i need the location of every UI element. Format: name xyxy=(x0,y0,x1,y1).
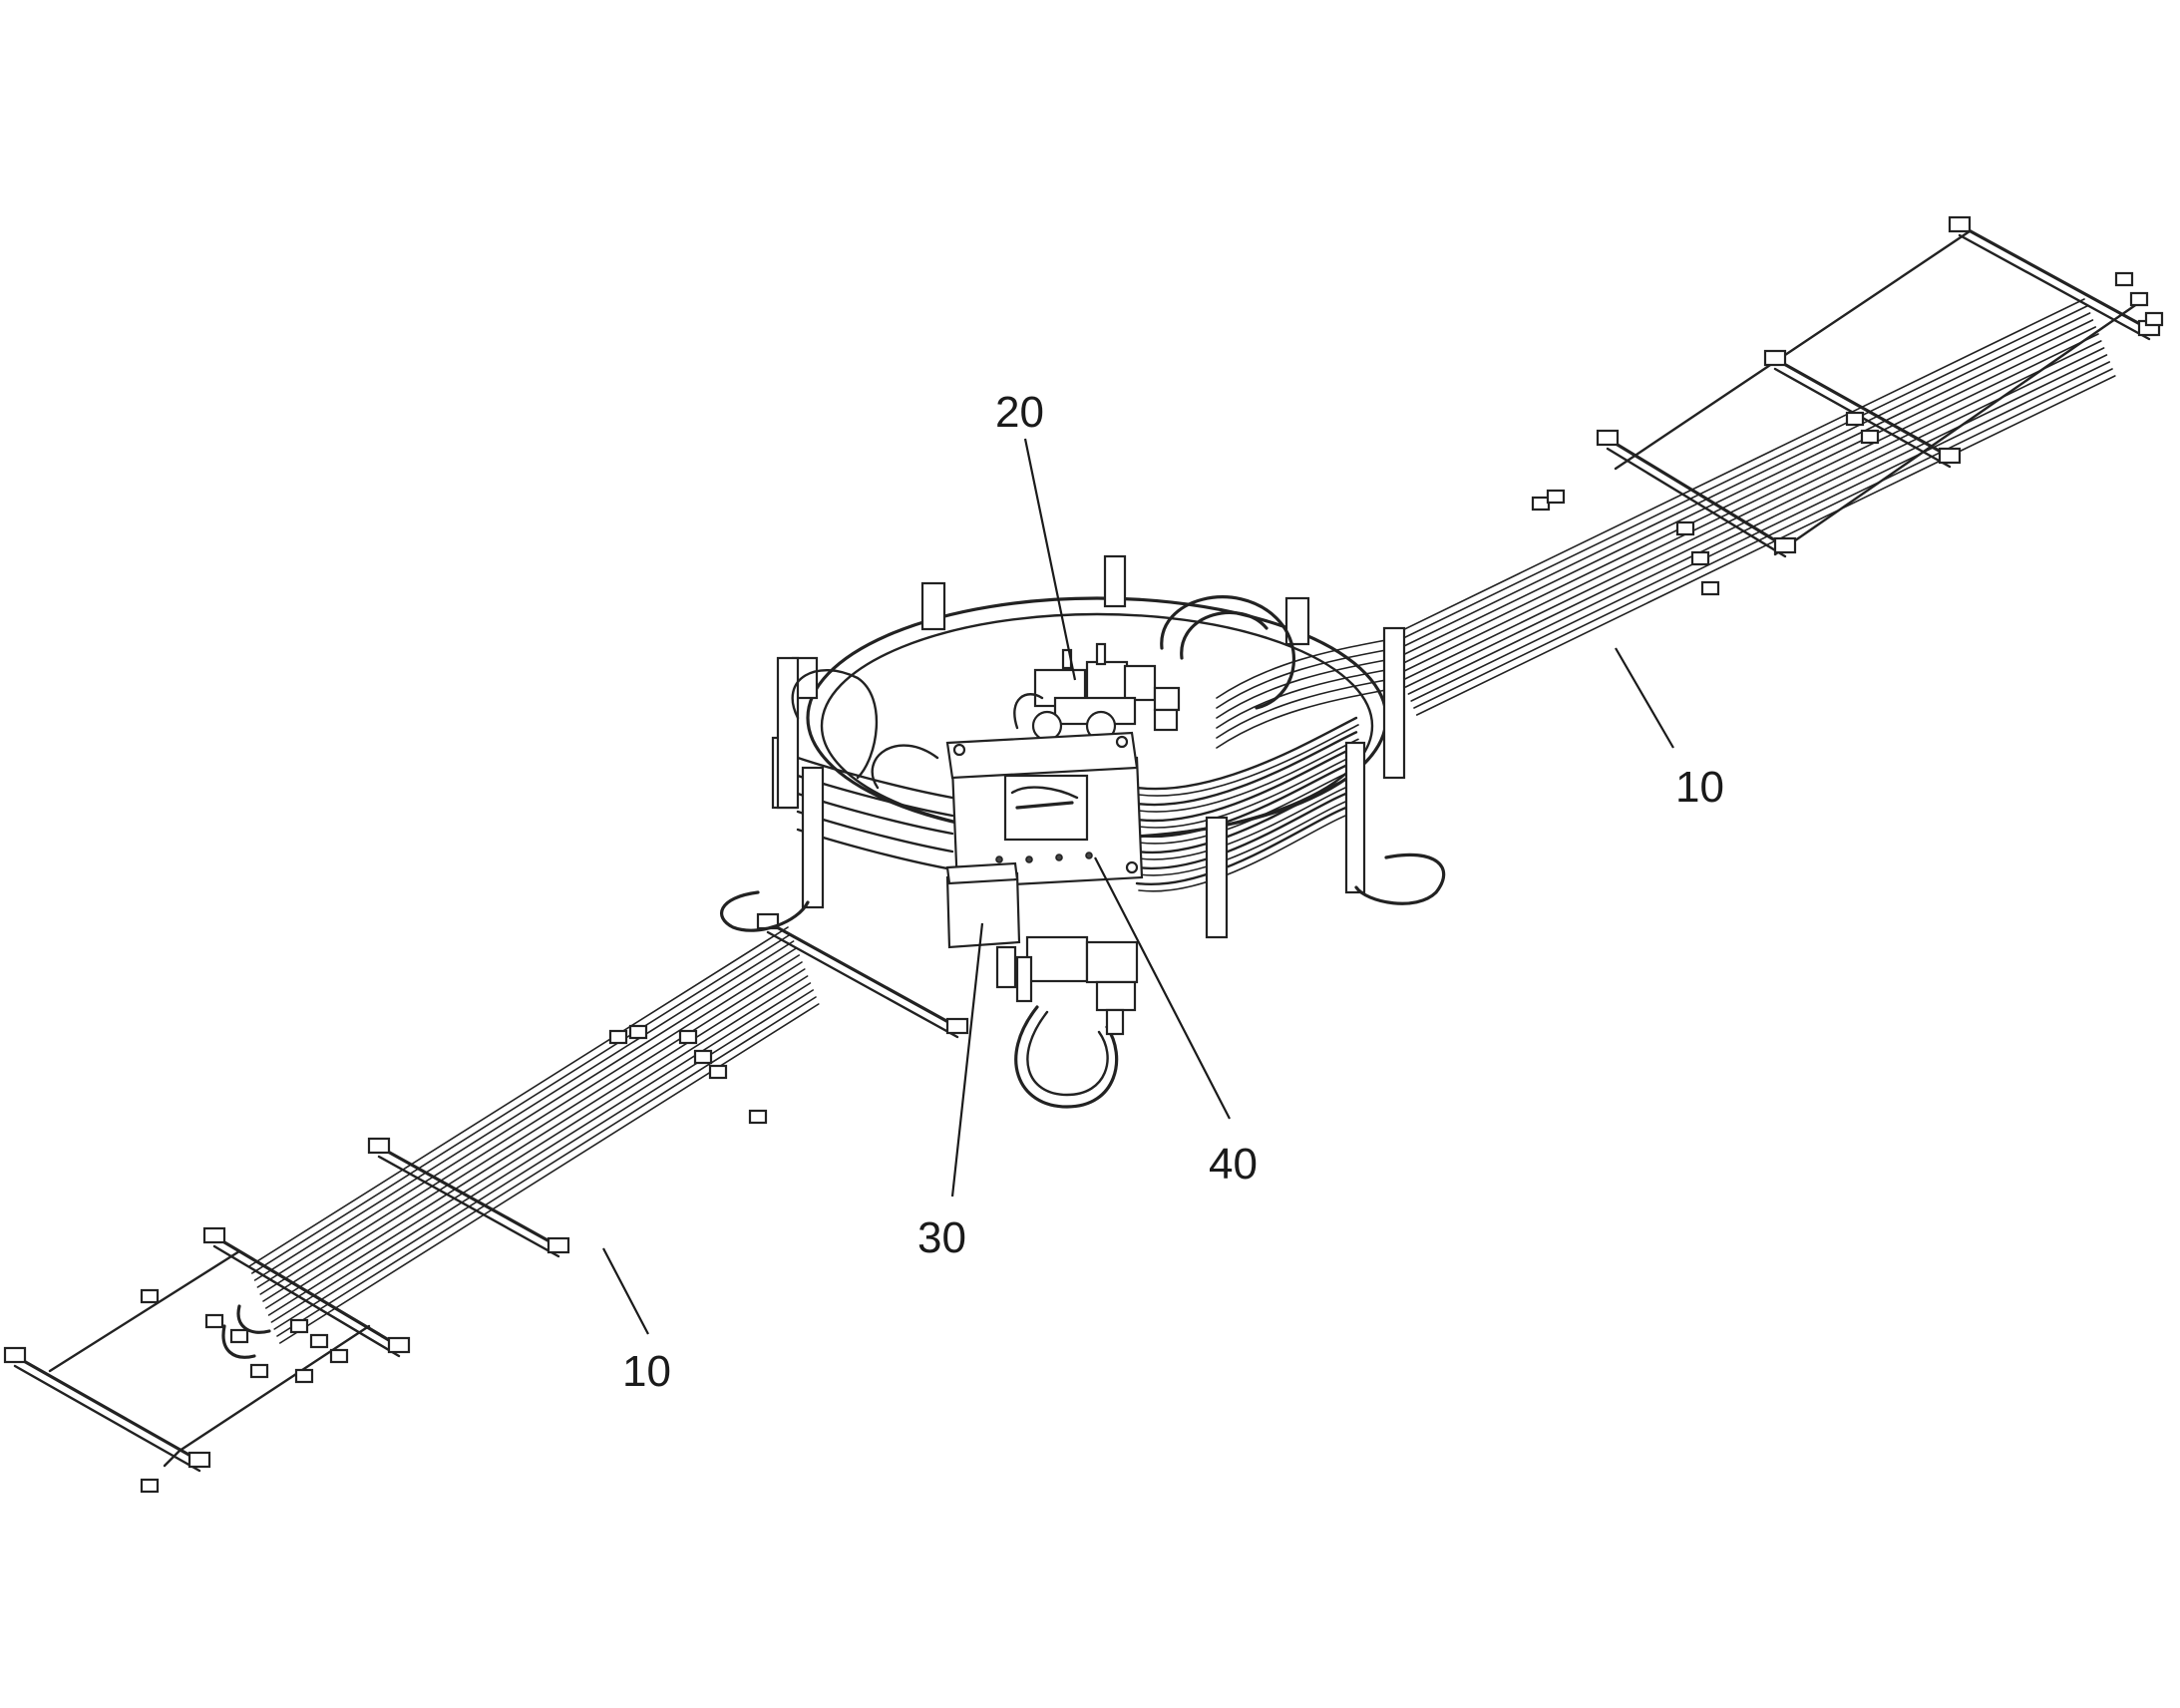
leader-10-right xyxy=(1615,647,1674,749)
leader-10-left xyxy=(602,1247,649,1335)
tube-bundle-left xyxy=(3,912,969,1494)
mounting-plate xyxy=(945,731,1144,889)
ref-label-10-left: 10 xyxy=(622,1347,671,1396)
leader-20 xyxy=(1023,438,1077,681)
ref-label-10-right: 10 xyxy=(1675,763,1724,812)
tube-bundle-right xyxy=(1385,215,2164,716)
ref-label-30: 30 xyxy=(917,1213,966,1262)
leader-30 xyxy=(950,922,984,1197)
reference-labels: 20 10 40 30 10 xyxy=(622,388,1724,1396)
clamp-stack-right xyxy=(1205,626,1406,939)
valve-block-top xyxy=(1013,642,1181,742)
leader-lines xyxy=(602,438,1674,1335)
ref-label-20: 20 xyxy=(995,388,1044,437)
ref-label-40: 40 xyxy=(1209,1140,1258,1189)
central-hub xyxy=(720,554,1446,1109)
manifold-block-bottom xyxy=(945,861,1139,1036)
leader-40 xyxy=(1094,856,1231,1120)
